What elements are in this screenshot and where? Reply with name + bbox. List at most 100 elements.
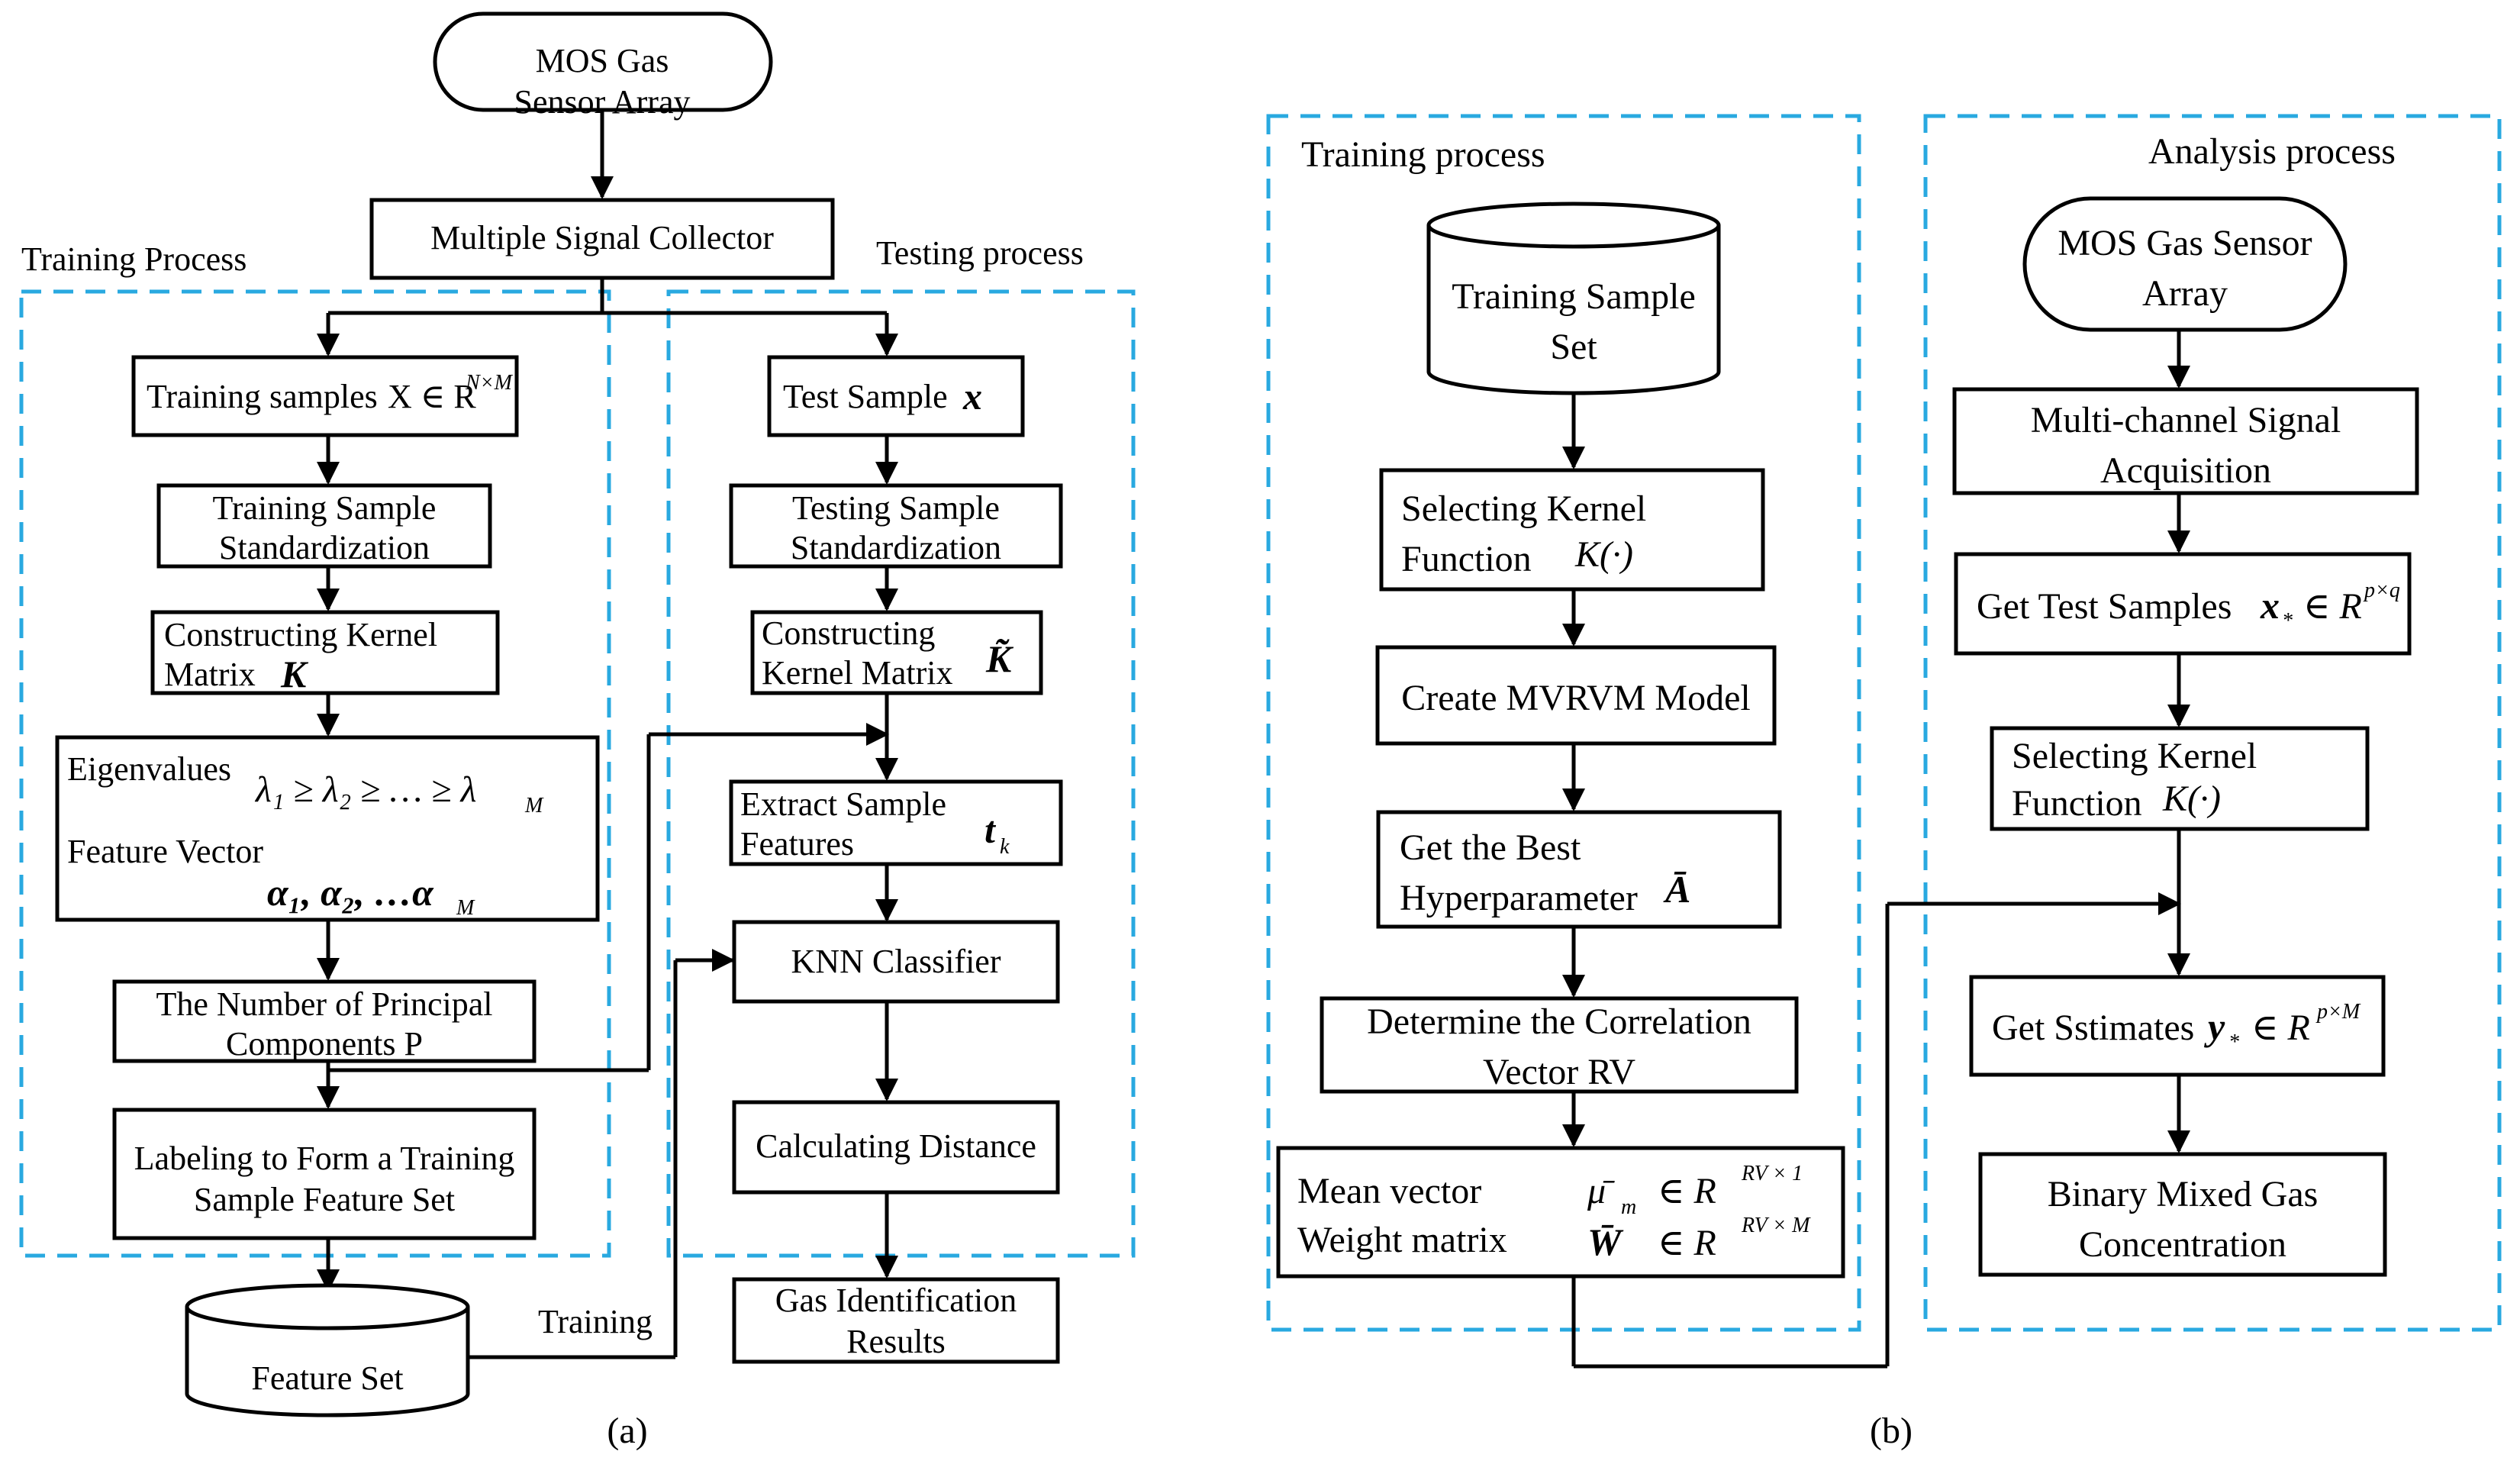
- distance-label: Calculating Distance: [756, 1127, 1036, 1165]
- acquisition-line-2: Acquisition: [2100, 450, 2271, 491]
- labeling-training-feature-set-box: Labeling to Form a Training Sample Featu…: [112, 1108, 537, 1240]
- test-kernel-line-1: Constructing: [762, 614, 935, 652]
- multi-channel-acquisition-box: Multi-channel Signal Acquisition: [1952, 387, 2419, 495]
- caption-a: (a): [607, 1411, 647, 1451]
- create-model-label: Create MVRVM Model: [1401, 678, 1750, 718]
- select-kernel-b-line-1: Selecting Kernel: [2012, 736, 2257, 776]
- get-test-samples-box: Get Test Samples x * ∈ R p×q: [1954, 552, 2412, 656]
- binary-mixed-gas-concentration-box: Binary Mixed Gas Concentration: [1978, 1152, 2387, 1277]
- correlation-line-2: Vector RV: [1483, 1052, 1635, 1092]
- selecting-kernel-function-box-b: Selecting Kernel Function K(·): [1990, 726, 2370, 831]
- correlation-vector-box: Determine the Correlation Vector RV: [1320, 996, 1799, 1094]
- test-sample-label: Test Sample: [783, 378, 948, 415]
- multiple-signal-collector-box: Multiple Signal Collector: [369, 198, 835, 280]
- test-samples-math: x: [2260, 584, 2280, 627]
- hyper-symbol: Ā: [1663, 868, 1690, 911]
- train-std-line-2: Standardization: [219, 529, 430, 566]
- panel-b-connectors: [1562, 330, 2190, 1369]
- hyper-line-2: Hyperparameter: [1400, 878, 1638, 918]
- gas-identification-results-box: Gas Identification Results: [732, 1277, 1060, 1364]
- mean-vector-label: Mean vector: [1297, 1171, 1481, 1211]
- weight-matrix-set: ∈ R: [1658, 1223, 1716, 1263]
- extract-line-1: Extract Sample: [740, 785, 946, 823]
- panel-a-connectors: [317, 110, 898, 1359]
- kernel-matrix-line-1: Constructing Kernel: [164, 616, 437, 653]
- training-process-label: Training Process: [21, 240, 247, 278]
- sensor-line-2: Array: [2142, 273, 2228, 314]
- principal-line-2: Components P: [226, 1025, 423, 1063]
- testing-process-region: [666, 289, 1136, 1258]
- labeling-line-2: Sample Feature Set: [194, 1181, 455, 1218]
- estimates-math: y: [2204, 1005, 2225, 1048]
- training-sample-standardization-box: Training Sample Standardization: [156, 483, 492, 569]
- estimates-sub: *: [2228, 1030, 2239, 1054]
- extract-sub: k: [1000, 835, 1010, 859]
- testing-sample-standardization-box: Testing Sample Standardization: [729, 483, 1063, 569]
- knn-classifier-box: KNN Classifier: [732, 920, 1060, 1004]
- number-of-principal-components-box: The Number of Principal Components P: [112, 979, 537, 1063]
- test-samples-sub: *: [2282, 609, 2293, 633]
- test-sample-symbol: x: [962, 375, 982, 418]
- collector-label: Multiple Signal Collector: [430, 219, 774, 256]
- training-samples-label: Training samples: [147, 378, 378, 415]
- labeling-line-1: Labeling to Form a Training: [134, 1140, 515, 1177]
- constructing-kernel-matrix-box: Constructing Kernel Matrix K: [150, 610, 500, 695]
- training-process-region-b: [1266, 114, 1861, 1332]
- calculating-distance-box: Calculating Distance: [732, 1100, 1060, 1195]
- estimates-sup: p×M: [2315, 1000, 2361, 1024]
- weight-matrix-label: Weight matrix: [1297, 1220, 1507, 1260]
- weight-matrix-math: W̄: [1587, 1221, 1624, 1263]
- kernel-matrix-line-2: Matrix: [164, 656, 256, 693]
- feature-set-database: Feature Set: [185, 1283, 470, 1417]
- select-kernel-line-2: Function: [1401, 539, 1532, 579]
- results-line-2: Results: [846, 1323, 946, 1360]
- mean-vector-sub: m: [1621, 1195, 1636, 1219]
- get-estimates-box: Get Sstimates y * ∈ R p×M: [1969, 975, 2386, 1077]
- mos-gas-sensor-array-b: MOS Gas Sensor Array: [2022, 196, 2348, 332]
- test-kernel-line-2: Kernel Matrix: [762, 654, 952, 692]
- knn-label: KNN Classifier: [791, 943, 1001, 980]
- mean-vector-set: ∈ R: [1658, 1171, 1716, 1211]
- kernel-function-symbol-b: K(·): [2162, 779, 2221, 819]
- test-std-line-1: Testing Sample: [792, 489, 1000, 527]
- panel-a: Training Process Testing process: [19, 11, 1136, 1451]
- test-std-line-2: Standardization: [791, 529, 1001, 566]
- principal-line-1: The Number of Principal: [156, 985, 492, 1023]
- feature-vector-math: α₁, α₂, …α: [267, 871, 434, 914]
- analysis-process-region: [1923, 114, 2502, 1332]
- panel-b: Training process Analysis process Traini…: [1266, 114, 2502, 1451]
- test-samples-sup: p×q: [2363, 579, 2400, 602]
- eigenvalues-feature-vector-box: Eigenvalues λ₁ ≥ λ₂ ≥ … ≥ λ M Feature Ve…: [55, 735, 600, 922]
- create-mvrvm-model-box: Create MVRVM Model: [1375, 645, 1777, 746]
- weight-matrix-sup: RV × M: [1741, 1214, 1811, 1237]
- training-process-label-b: Training process: [1301, 134, 1545, 175]
- train-std-line-1: Training Sample: [213, 489, 437, 527]
- test-sample-box: Test Sample x: [767, 355, 1025, 437]
- mos-gas-sensor-array-start: MOS Gas Sensor Array: [433, 11, 773, 121]
- test-constructing-kernel-matrix-box: Constructing Kernel Matrix K̃: [750, 610, 1043, 695]
- estimates-label: Get Sstimates: [1992, 1008, 2194, 1048]
- training-samples-box: Training samples X ∈ R N×M: [131, 355, 519, 437]
- caption-b: (b): [1870, 1411, 1913, 1451]
- kernel-matrix-symbol: K: [280, 653, 309, 695]
- training-process-region: [19, 289, 611, 1258]
- testing-process-label: Testing process: [876, 234, 1084, 272]
- test-samples-label: Get Test Samples: [1977, 586, 2232, 627]
- select-kernel-b-line-2: Function: [2012, 783, 2142, 824]
- extract-symbol: t: [984, 808, 997, 851]
- select-kernel-line-1: Selecting Kernel: [1401, 489, 1646, 529]
- training-edge-label: Training: [538, 1303, 653, 1340]
- estimates-set: ∈ R: [2251, 1008, 2310, 1048]
- kernel-function-symbol: K(·): [1574, 534, 1633, 575]
- start-line-2: Sensor Array: [514, 83, 691, 121]
- hyper-line-1: Get the Best: [1400, 827, 1581, 868]
- mean-vector-sup: RV × 1: [1741, 1162, 1803, 1185]
- results-line-1: Gas Identification: [775, 1282, 1017, 1319]
- test-kernel-symbol: K̃: [985, 637, 1014, 680]
- selecting-kernel-function-box: Selecting Kernel Function K(·): [1379, 468, 1765, 592]
- training-sample-set-database: Training Sample Set: [1426, 202, 1721, 395]
- start-line-1: MOS Gas: [536, 42, 669, 79]
- feature-vector-sub: M: [456, 896, 475, 920]
